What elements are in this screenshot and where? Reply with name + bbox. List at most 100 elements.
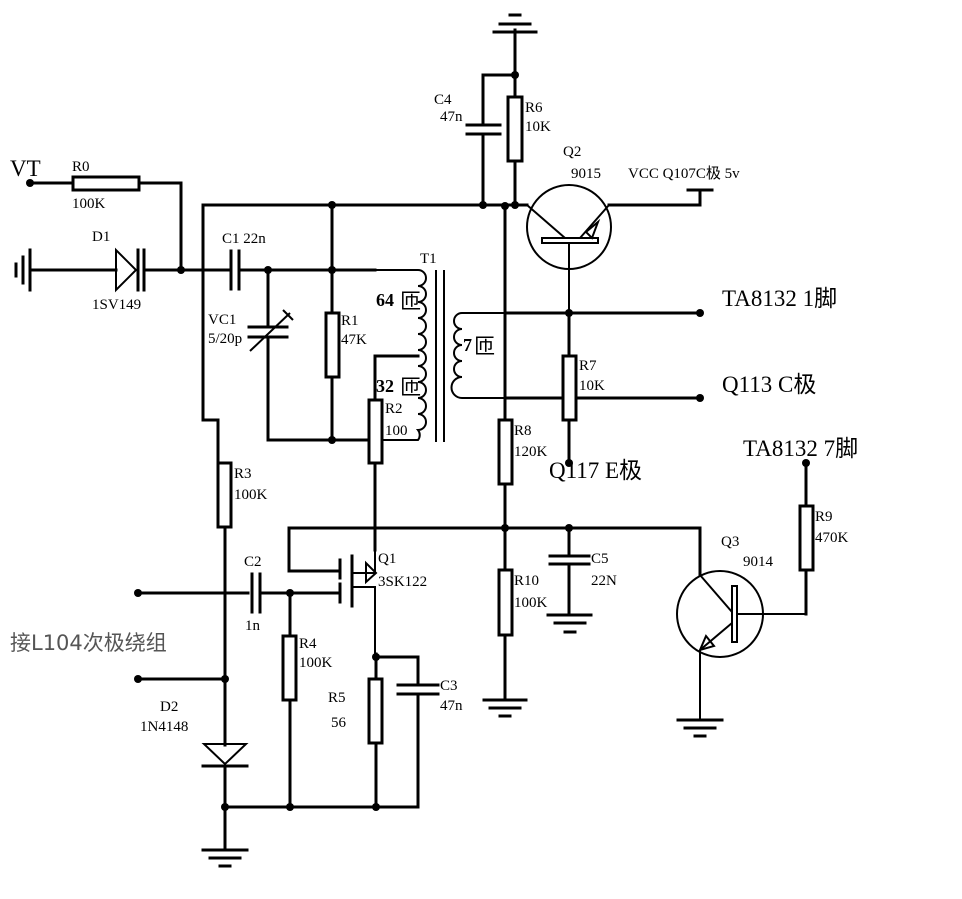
- q113-label: Q113 C极: [722, 372, 816, 397]
- C1-label: C1 22n: [222, 231, 266, 247]
- ta8132-pin1-terminal[interactable]: [696, 309, 704, 317]
- C2-capacitor: [250, 572, 292, 614]
- Q2-value: 9015: [571, 166, 601, 182]
- T1-turn-unit: 匝: [474, 334, 495, 358]
- R1-value: 47K: [341, 332, 367, 348]
- R6-ref: R6: [525, 100, 543, 116]
- g2-wire: [287, 526, 342, 573]
- T1-ref: T1: [420, 251, 437, 267]
- R5-value: 56: [331, 715, 347, 731]
- junction: [511, 201, 519, 209]
- R7-ref: R7: [579, 358, 597, 374]
- junction: [221, 675, 229, 683]
- l104-label: 接L104次极绕组: [10, 631, 167, 655]
- junction: [286, 803, 294, 811]
- R2-value: 100: [385, 423, 408, 439]
- R3-resistor: [216, 461, 233, 747]
- ground-bottom-left: [201, 848, 249, 868]
- C5-value: 22N: [591, 573, 617, 589]
- R3-ref: R3: [234, 466, 252, 482]
- C2-value: 1n: [245, 618, 261, 634]
- D2-diode: [201, 743, 249, 852]
- T1-primary-bottom-turns: 32: [376, 376, 394, 396]
- T1-primary-top-turns: 64: [376, 290, 394, 310]
- R8-ref: R8: [514, 423, 532, 439]
- ground-top: [492, 13, 538, 77]
- R9-resistor: [798, 461, 815, 616]
- C3-ref: C3: [440, 678, 458, 694]
- R4-ref: R4: [299, 636, 317, 652]
- D1-ref: D1: [92, 229, 110, 245]
- junction: [221, 803, 229, 811]
- D1-varactor: [115, 247, 232, 293]
- R6-resistor: [506, 73, 524, 207]
- junction: [565, 309, 573, 317]
- T1-transformer: [373, 269, 505, 442]
- R0-resistor: [28, 175, 183, 272]
- Q2-ref: Q2: [563, 144, 581, 160]
- T1-secondary-turns: 7: [463, 335, 472, 355]
- R1-ref: R1: [341, 313, 359, 329]
- C2-ref: C2: [244, 554, 262, 570]
- junction: [372, 803, 380, 811]
- ta8132-pin7-label: TA8132 7脚: [743, 436, 858, 461]
- junction: [328, 436, 336, 444]
- C1-capacitor: [229, 249, 377, 291]
- R9-ref: R9: [815, 509, 833, 525]
- C3-capacitor: [223, 655, 440, 809]
- q117-terminal[interactable]: [565, 459, 573, 467]
- R5-ref: R5: [328, 690, 346, 706]
- Q3-transistor: [676, 570, 806, 738]
- ta8132-pin7-terminal[interactable]: [802, 459, 810, 467]
- T1-turn-unit: 匝: [400, 375, 421, 399]
- junction: [501, 524, 509, 532]
- R10-ref: R10: [514, 573, 539, 589]
- Q3-value: 9014: [743, 554, 774, 570]
- R7-resistor: [561, 311, 578, 465]
- ground-left: [14, 248, 118, 292]
- C5-ref: C5: [591, 551, 609, 567]
- R8-value: 120K: [514, 444, 548, 460]
- R1-resistor: [324, 203, 341, 442]
- Q1-ref: Q1: [378, 551, 396, 567]
- C4-value: 47n: [440, 109, 463, 125]
- VC1-value: 5/20p: [208, 331, 242, 347]
- C4-ref: C4: [434, 92, 452, 108]
- D2-ref: D2: [160, 699, 178, 715]
- Q1-mosfet: [288, 550, 378, 654]
- ground-R10: [482, 698, 528, 718]
- R2-resistor: [367, 398, 384, 552]
- R5-resistor: [367, 652, 384, 809]
- R2-ref: R2: [385, 401, 403, 417]
- R4-value: 100K: [299, 655, 333, 671]
- q117-label: Q117 E极: [549, 458, 642, 483]
- C4-capacitor: [465, 73, 517, 207]
- D1-value: 1SV149: [92, 297, 141, 313]
- q113-terminal[interactable]: [696, 394, 704, 402]
- vt-label: VT: [10, 156, 41, 181]
- R0-value: 100K: [72, 196, 106, 212]
- g2-bias-wire: [287, 526, 702, 577]
- R8-resistor: [497, 418, 514, 572]
- VC1-trimmer: [247, 268, 377, 442]
- C3-value: 47n: [440, 698, 463, 714]
- D2-value: 1N4148: [140, 719, 188, 735]
- R0-ref: R0: [72, 159, 90, 175]
- Q1-value: 3SK122: [378, 574, 427, 590]
- left-rail-wire: [201, 203, 220, 465]
- R6-value: 10K: [525, 119, 551, 135]
- junction: [479, 201, 487, 209]
- junction: [177, 266, 185, 274]
- R9-value: 470K: [815, 530, 849, 546]
- R10-resistor: [497, 568, 514, 702]
- R3-value: 100K: [234, 487, 268, 503]
- VC1-ref: VC1: [208, 312, 236, 328]
- T1-turn-unit: 匝: [400, 289, 421, 313]
- R4-resistor: [281, 591, 298, 809]
- R7-value: 10K: [579, 378, 605, 394]
- vcc-label: VCC Q107C极 5v: [628, 165, 740, 182]
- ta8132-pin1-label: TA8132 1脚: [722, 286, 837, 311]
- Q3-ref: Q3: [721, 534, 739, 550]
- Q2-transistor: [526, 184, 714, 313]
